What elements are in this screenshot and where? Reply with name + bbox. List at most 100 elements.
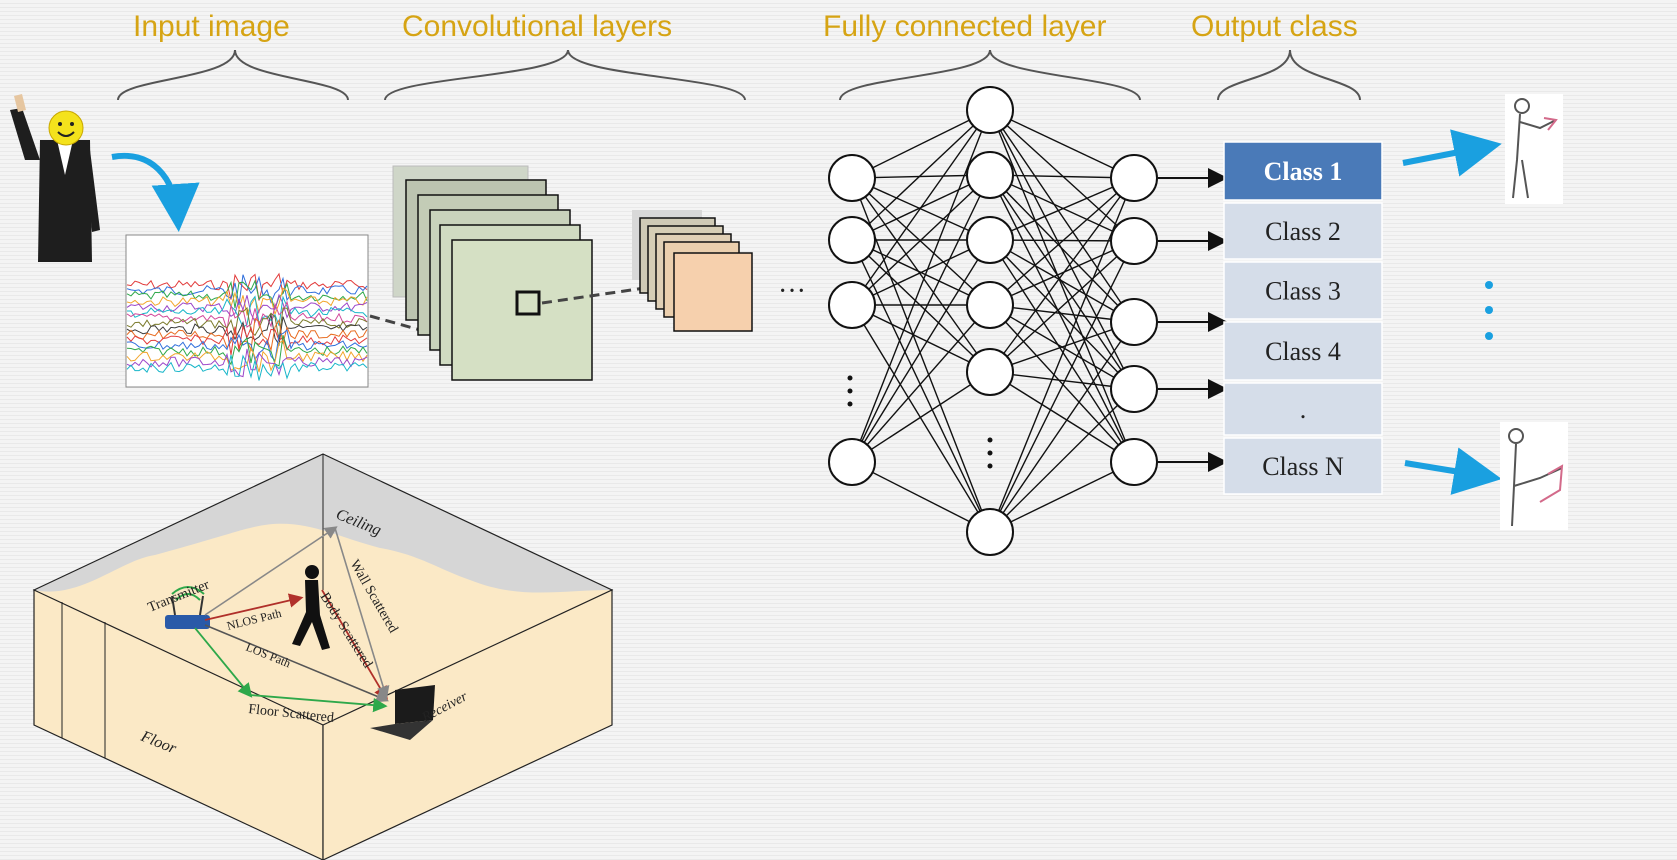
nn-node — [1110, 217, 1158, 265]
blue-arrow-class-n — [1404, 447, 1502, 495]
class-cell — [1223, 321, 1383, 381]
nn-edge — [989, 461, 1135, 533]
nn-edge — [851, 177, 991, 373]
stage-label-conv: Convolutional layers — [402, 10, 673, 43]
nn-edge — [989, 177, 1135, 373]
nn-edge — [851, 174, 991, 306]
nn-node — [1110, 438, 1158, 486]
signal-plot — [125, 234, 369, 388]
nn-node — [828, 154, 876, 202]
signal-line — [126, 335, 368, 367]
nn-node — [966, 216, 1014, 264]
brace-output — [1217, 49, 1361, 101]
class-cell — [1223, 382, 1383, 436]
signal-line — [126, 287, 368, 317]
nlos-path — [204, 593, 304, 621]
nn-edge — [989, 321, 1135, 533]
nn-edge — [989, 371, 1135, 463]
signal-line — [126, 300, 368, 330]
signal-line — [127, 295, 368, 328]
nn-edge — [989, 177, 1135, 306]
signal-line — [126, 272, 368, 301]
nn-edge — [989, 240, 1135, 306]
nn-edge — [989, 174, 1135, 242]
nn-edge — [851, 371, 991, 463]
nn-node — [1110, 154, 1158, 202]
nn-edge — [851, 304, 991, 533]
nn-edge — [851, 109, 991, 179]
nn-edge — [989, 109, 1135, 463]
nn-edge — [989, 239, 1135, 463]
nn-edge — [851, 109, 991, 306]
activity-figure-n — [1500, 422, 1568, 530]
blue-curved-arrow — [111, 152, 200, 232]
class-cell — [1223, 202, 1383, 260]
nn-edge — [989, 304, 1135, 463]
nn-node — [1110, 365, 1158, 413]
nn-edge — [989, 388, 1135, 533]
output-arrows — [1158, 168, 1228, 472]
nn-edge — [851, 239, 991, 463]
room-scene: Ceiling Transmitter NLOS Path LOS Path B… — [32, 453, 614, 860]
stage-label-fc: Fully connected layer — [823, 10, 1107, 43]
brace-input — [117, 49, 349, 101]
los-path — [204, 624, 389, 703]
nn-edge — [989, 109, 1135, 323]
nn-edge — [851, 304, 991, 463]
nn-edge — [851, 174, 991, 463]
nn-node — [966, 151, 1014, 199]
smiley-icon — [48, 110, 84, 146]
nn-edge — [851, 304, 991, 373]
nn-edge — [989, 109, 1135, 179]
class-cell — [1223, 141, 1383, 201]
class-label: Class N — [1262, 452, 1344, 481]
brace-fc — [839, 49, 1141, 101]
signal-line — [126, 293, 368, 324]
blue-arrow-class-1 — [1402, 129, 1502, 177]
nn-node — [966, 348, 1014, 396]
class-cell — [1223, 261, 1383, 320]
nn-node — [828, 216, 876, 264]
signal-line — [126, 306, 368, 340]
class-label: Class 1 — [1264, 157, 1343, 186]
nn-edge — [851, 239, 991, 533]
stage-label-input: Input image — [133, 10, 290, 43]
feature-maps-1 — [392, 165, 593, 381]
nn-node — [1110, 298, 1158, 346]
nn-edge — [989, 240, 1135, 533]
signal-line — [126, 348, 368, 378]
floor-path-2 — [249, 694, 388, 713]
signal-line — [126, 279, 368, 311]
body-scatter-path — [321, 589, 388, 702]
nn-node — [828, 281, 876, 329]
nn-node — [828, 438, 876, 486]
feature-maps-2 — [632, 210, 753, 332]
wall-path-1 — [204, 526, 338, 616]
nn-edge — [989, 371, 1135, 390]
nn-edge — [851, 177, 991, 241]
nn-edge — [989, 177, 1135, 241]
nn-edge — [989, 174, 1135, 390]
nn-edge — [851, 177, 991, 306]
nn-node — [966, 281, 1014, 329]
nn-edge — [989, 239, 1135, 390]
brace-conv — [384, 49, 746, 101]
nn-edge — [851, 239, 991, 373]
nn-edge — [989, 321, 1135, 373]
receiver-laptop-icon — [370, 685, 435, 740]
class-label: Class 3 — [1265, 277, 1341, 306]
nn-edge — [989, 304, 1135, 323]
nn-edge — [989, 174, 1135, 323]
nn-edge — [989, 239, 1135, 323]
wall-path-2 — [334, 527, 390, 700]
signal-line — [126, 324, 368, 356]
nn-node — [966, 508, 1014, 556]
nn-node — [966, 86, 1014, 134]
floor-path-1 — [194, 627, 253, 698]
nn-edge — [851, 239, 991, 306]
nn-vertical-dots — [847, 375, 993, 469]
stage-label-output: Output class — [1191, 10, 1358, 43]
class-label: Class 2 — [1265, 217, 1341, 246]
nn-edge — [989, 174, 1135, 463]
